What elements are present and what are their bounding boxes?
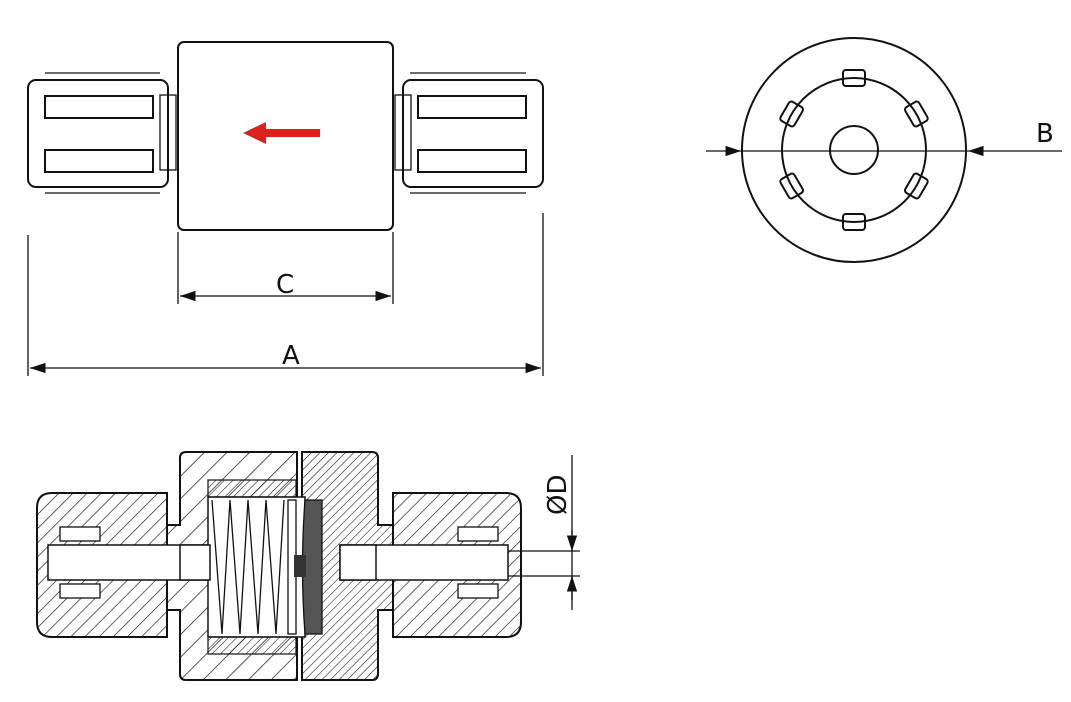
dimension-c: C <box>177 232 394 304</box>
dimension-a-label: A <box>282 341 300 371</box>
dimension-b: B <box>706 119 1062 157</box>
spring <box>211 499 285 635</box>
dimension-d: ØD <box>508 455 580 610</box>
side-view: C A <box>27 41 544 376</box>
section-view: ØD <box>36 451 580 681</box>
retaining-tabs <box>779 69 929 231</box>
seal-disc <box>301 499 323 635</box>
dimension-b-label: B <box>1036 119 1054 149</box>
dimension-a: A <box>27 213 544 376</box>
right-nut <box>394 72 544 194</box>
dimension-c-label: C <box>276 270 294 300</box>
left-nut <box>27 72 177 194</box>
dimension-d-label: ØD <box>543 475 573 516</box>
valve-body <box>177 41 394 231</box>
flow-direction-arrow <box>243 122 320 144</box>
end-view: B <box>706 37 1062 263</box>
